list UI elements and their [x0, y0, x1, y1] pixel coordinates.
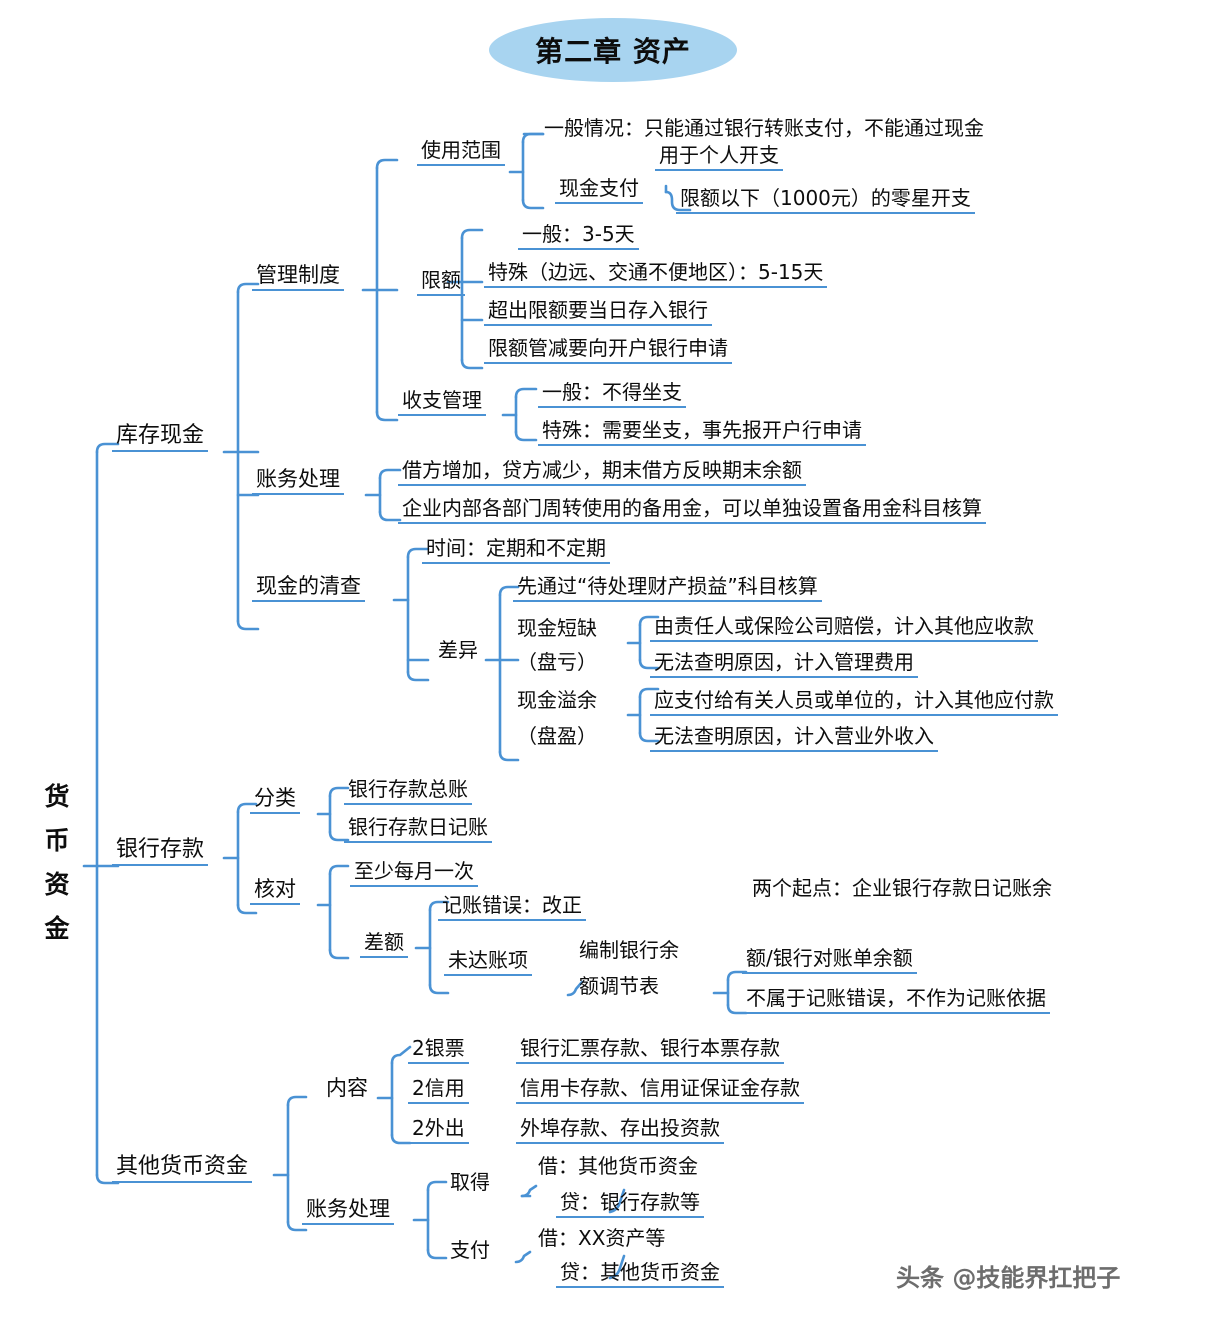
node-reconciliation-statement-line1[interactable]: 编制银行余: [579, 938, 679, 962]
root-char-3: 资: [44, 870, 70, 899]
node-bank-classification-item-2[interactable]: 银行存款日记账: [344, 816, 492, 843]
node-limit-item-3[interactable]: 超出限额要当日存入银行: [484, 299, 712, 326]
node-pay[interactable]: 支付: [450, 1238, 490, 1262]
node-other-monetary-funds[interactable]: 其他货币资金: [112, 1155, 253, 1183]
node-cash-shortage-item-1[interactable]: 由责任人或保险公司赔偿，计入其他应收款: [650, 615, 1038, 642]
node-cash-on-hand[interactable]: 库存现金: [112, 424, 209, 452]
node-acquire[interactable]: 取得: [450, 1170, 490, 1194]
root-char-1: 货: [44, 782, 70, 811]
node-content-row-1-value[interactable]: 银行汇票存款、银行本票存款: [516, 1037, 784, 1064]
node-two-starting-points-line1[interactable]: 两个起点：企业银行存款日记账余: [752, 876, 1052, 900]
watermark: 头条 @技能界扛把子: [896, 1264, 1121, 1292]
node-limit-item-4[interactable]: 限额管减要向开户银行申请: [484, 337, 732, 364]
node-unrecorded-items[interactable]: 未达账项: [444, 949, 532, 976]
node-cash-payment[interactable]: 现金支付: [555, 177, 643, 204]
node-limit-item-1[interactable]: 一般：3-5天: [518, 223, 639, 250]
node-pay-credit[interactable]: 贷：其他货币资金: [556, 1261, 724, 1288]
node-management-system[interactable]: 管理制度: [252, 264, 344, 291]
node-bookkeeping-error[interactable]: 记账错误：改正: [438, 894, 586, 921]
node-acquire-debit[interactable]: 借：其他货币资金: [538, 1154, 698, 1178]
node-reconciliation-statement-line2[interactable]: 额调节表: [579, 974, 659, 998]
node-content-row-2-key[interactable]: 2信用: [408, 1077, 469, 1104]
root-char-2: 币: [44, 826, 70, 855]
node-bank-classification[interactable]: 分类: [250, 787, 300, 814]
page-title: 第二章 资产: [535, 35, 691, 68]
node-cash-limit[interactable]: 限额: [417, 269, 465, 296]
node-not-bookkeeping-error-note[interactable]: 不属于记账错误，不作为记账依据: [742, 987, 1050, 1014]
node-cash-accounting-item-1[interactable]: 借方增加，贷方减少，期末借方反映期末余额: [398, 459, 806, 486]
root-node-monetary-funds: 货 币 资 金: [40, 775, 74, 951]
node-check-time[interactable]: 时间：定期和不定期: [422, 537, 610, 564]
node-cash-inventory-check[interactable]: 现金的清查: [252, 575, 365, 602]
node-income-expense-management[interactable]: 收支管理: [398, 389, 486, 416]
node-bank-deposit[interactable]: 银行存款: [112, 838, 209, 866]
node-difference-first-step[interactable]: 先通过“待处理财产损益”科目核算: [513, 575, 822, 602]
node-income-expense-item-2[interactable]: 特殊：需要坐支，事先报开户行申请: [538, 419, 866, 446]
node-check-difference[interactable]: 差异: [438, 638, 478, 662]
node-reconciliation-difference[interactable]: 差额: [360, 931, 408, 958]
node-reconciliation-frequency[interactable]: 至少每月一次: [350, 860, 478, 887]
root-char-4: 金: [44, 914, 70, 943]
node-acquire-credit[interactable]: 贷：银行存款等: [556, 1191, 704, 1218]
node-content-row-3-value[interactable]: 外埠存款、存出投资款: [516, 1117, 724, 1144]
node-cash-shortage-line2[interactable]: （盘亏）: [517, 650, 597, 674]
node-usage-scope[interactable]: 使用范围: [417, 139, 505, 166]
node-cash-shortage-line1[interactable]: 现金短缺: [517, 616, 597, 640]
node-cash-overage-item-2[interactable]: 无法查明原因，计入营业外收入: [650, 725, 938, 752]
node-income-expense-item-1[interactable]: 一般：不得坐支: [538, 381, 686, 408]
node-cash-shortage-item-2[interactable]: 无法查明原因，计入管理费用: [650, 651, 918, 678]
node-two-starting-points-line2[interactable]: 额/银行对账单余额: [742, 947, 917, 974]
node-pay-debit[interactable]: 借：XX资产等: [538, 1226, 666, 1250]
node-cash-overage-line1[interactable]: 现金溢余: [517, 688, 597, 712]
node-cash-accounting-item-2[interactable]: 企业内部各部门周转使用的备用金，可以单独设置备用金科目核算: [398, 497, 986, 524]
node-other-monetary-accounting[interactable]: 账务处理: [302, 1198, 394, 1225]
node-usage-general-line1[interactable]: 一般情况：只能通过银行转账支付，不能通过现金: [544, 116, 984, 140]
node-bank-classification-item-1[interactable]: 银行存款总账: [344, 778, 472, 805]
node-cash-payment-detail[interactable]: 限额以下（1000元）的零星开支: [676, 187, 975, 214]
node-cash-overage-item-1[interactable]: 应支付给有关人员或单位的，计入其他应付款: [650, 689, 1058, 716]
node-content-row-1-key[interactable]: 2银票: [408, 1037, 469, 1064]
node-bank-reconciliation[interactable]: 核对: [250, 878, 300, 905]
node-content-row-2-value[interactable]: 信用卡存款、信用证保证金存款: [516, 1077, 804, 1104]
node-cash-overage-line2[interactable]: （盘盈）: [517, 724, 597, 748]
node-limit-item-2[interactable]: 特殊（边远、交通不便地区）：5-15天: [484, 261, 828, 288]
node-other-monetary-content[interactable]: 内容: [326, 1076, 368, 1100]
node-content-row-3-key[interactable]: 2外出: [408, 1117, 469, 1144]
node-cash-accounting[interactable]: 账务处理: [252, 468, 344, 495]
node-usage-general-line2[interactable]: 用于个人开支: [655, 144, 783, 171]
chapter-title-badge: 第二章 资产: [489, 18, 737, 82]
